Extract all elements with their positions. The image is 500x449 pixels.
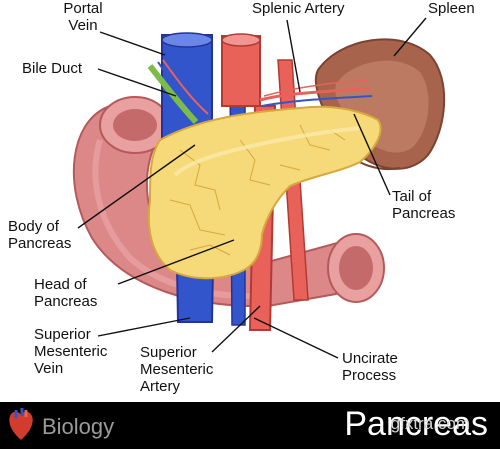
pancreas [147,105,382,280]
leader-lines [77,17,427,359]
label-superior-mesenteric-artery: Superior Mesenteric Artery [140,344,214,395]
heart-icon [6,406,36,449]
pancreas-illustration [72,17,446,359]
label-head-of-pancreas: Head of Pancreas [34,276,98,310]
label-bile-duct: Bile Duct [22,60,83,77]
footer-bar: Biology Pancreas gfxtra.com [0,402,500,449]
duodenum [72,96,385,308]
footer-watermark: gfxtra.com [390,414,470,433]
label-portal-vein: Portal Vein [63,0,103,34]
label-tail-of-pancreas: Tail of Pancreas [392,188,456,222]
label-splenic-artery: Splenic Artery [252,0,345,17]
footer-title: Pancreas [344,405,488,443]
footer-category: Biology [42,414,115,439]
splenic-artery [259,86,371,102]
label-spleen: Spleen [428,0,475,17]
label-superior-mesenteric-vein: Superior Mesenteric Vein [34,326,108,377]
label-body-of-pancreas: Body of Pancreas [8,218,72,252]
label-uncinate-process: Uncirate Process [342,350,398,384]
